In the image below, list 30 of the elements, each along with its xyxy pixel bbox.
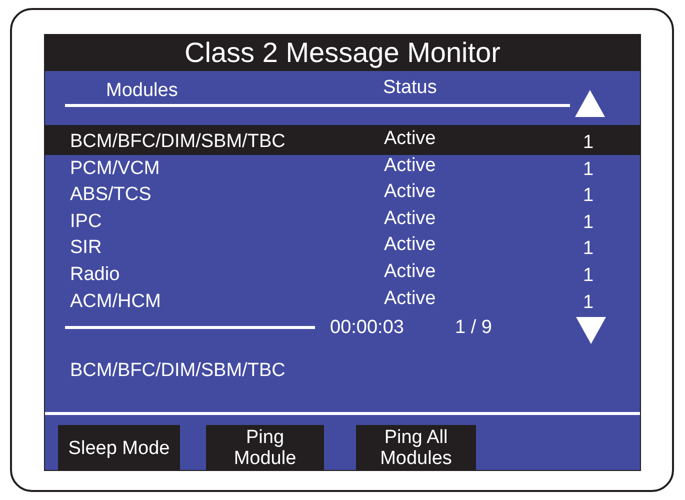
module-name: ABS/TCS xyxy=(70,185,152,204)
count-value: 1 xyxy=(583,186,594,206)
count-value: 1 xyxy=(583,239,594,258)
column-header: Status xyxy=(383,78,437,97)
status-text: Active xyxy=(384,208,436,228)
page-counter: 1 / 9 xyxy=(455,318,492,337)
status-text: Active xyxy=(384,129,436,148)
count-value: 1 xyxy=(583,160,594,179)
module-name: ACM/HCM xyxy=(70,292,161,311)
count-value: 1 xyxy=(583,266,594,285)
status-text: Active xyxy=(384,288,436,308)
selected-module: BCM/BFC/DIM/SBM/TBC xyxy=(70,361,286,380)
elapsed-time: 00:00:03 xyxy=(330,318,404,337)
count-value: 1 xyxy=(583,212,594,232)
softkey-button: Ping Module xyxy=(206,425,324,471)
count-value: 1 xyxy=(583,292,594,312)
count-value: 1 xyxy=(583,133,594,152)
module-name: IPC xyxy=(70,212,102,231)
status-text: Active xyxy=(384,156,436,175)
module-name: BCM/BFC/DIM/SBM/TBC xyxy=(70,132,286,151)
module-name: PCM/VCM xyxy=(70,158,160,178)
module-name: Radio xyxy=(70,265,120,284)
column-header: Modules xyxy=(106,81,178,100)
softkey-button: Sleep Mode xyxy=(58,425,180,471)
module-name: SIR xyxy=(70,238,102,258)
status-text: Active xyxy=(384,235,436,254)
title-bar: Class 2 Message Monitor xyxy=(45,35,640,71)
status-text: Active xyxy=(384,182,436,202)
softkey-button: Ping All Modules xyxy=(356,425,476,471)
status-text: Active xyxy=(384,262,436,281)
